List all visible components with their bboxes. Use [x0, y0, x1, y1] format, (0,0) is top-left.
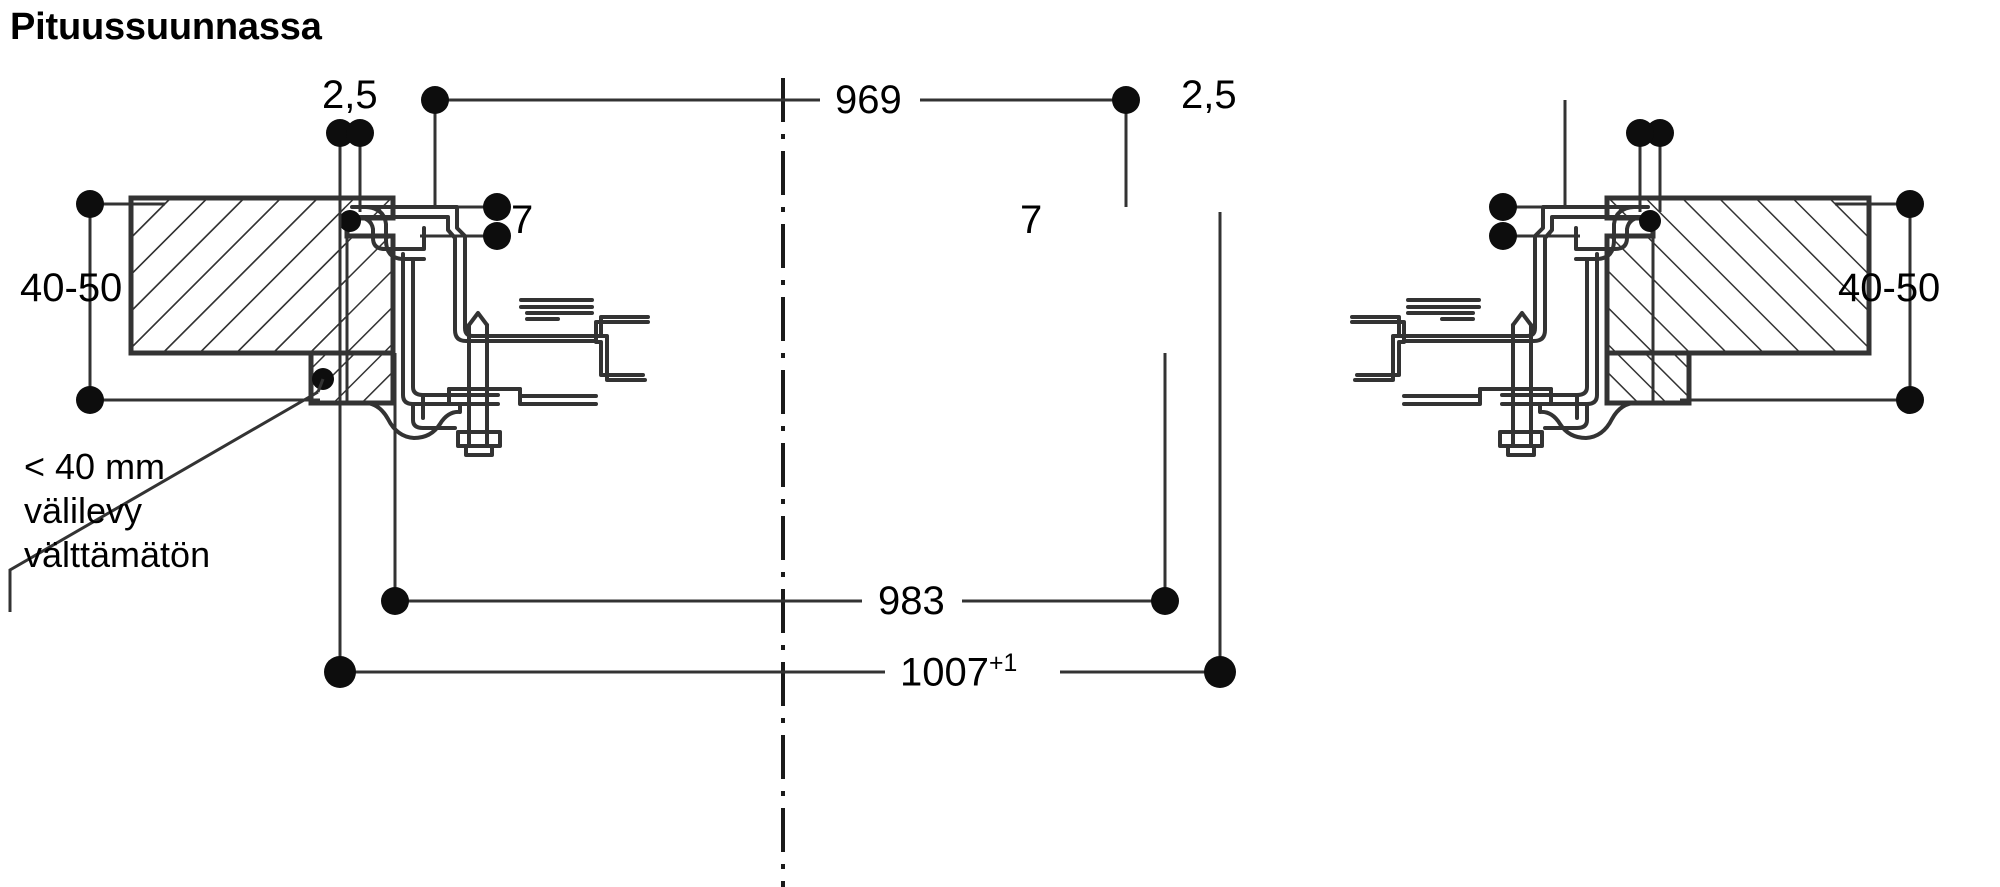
worktop-block-right [1604, 195, 1872, 356]
spacer-block-left [308, 350, 396, 406]
appliance-profile-right [1350, 205, 1650, 457]
note-line-3: välttämätön [24, 534, 211, 575]
label-gap-right: 2,5 [1181, 73, 1237, 117]
label-flange-left: 7 [511, 198, 534, 242]
dimension-gap-right [1626, 119, 1674, 212]
dimension-thickness-right [1680, 190, 1924, 414]
note-line-1: < 40 mm [24, 446, 166, 487]
dimension-width-1007 [324, 212, 1236, 688]
label-thickness-right: 40-50 [1838, 266, 1941, 310]
label-width-969: 969 [835, 78, 902, 122]
page-title: Pituussuunnassa [10, 6, 322, 48]
label-width-1007-tolerance: +1 [988, 650, 1018, 677]
dimension-width-969 [421, 86, 1140, 207]
dimension-width-983 [381, 353, 1179, 615]
label-width-1007-value: 1007 [900, 650, 989, 695]
note-line-2: välilevy [24, 490, 143, 531]
dimension-gap-left [326, 119, 374, 212]
label-width-983: 983 [878, 579, 945, 623]
label-flange-right: 7 [1020, 198, 1043, 242]
label-thickness-left: 40-50 [20, 266, 123, 310]
dimension-flange-left [339, 100, 511, 250]
label-gap-left: 2,5 [322, 73, 378, 117]
appliance-profile-left [350, 205, 650, 457]
spacer-block-right [1604, 350, 1692, 406]
label-width-1007: 1007+1 [900, 650, 1018, 695]
note-leader-left [8, 368, 334, 612]
dimension-flange-right [1489, 100, 1661, 250]
worktop-block-left [128, 195, 396, 356]
dimension-thickness-left [76, 190, 320, 414]
